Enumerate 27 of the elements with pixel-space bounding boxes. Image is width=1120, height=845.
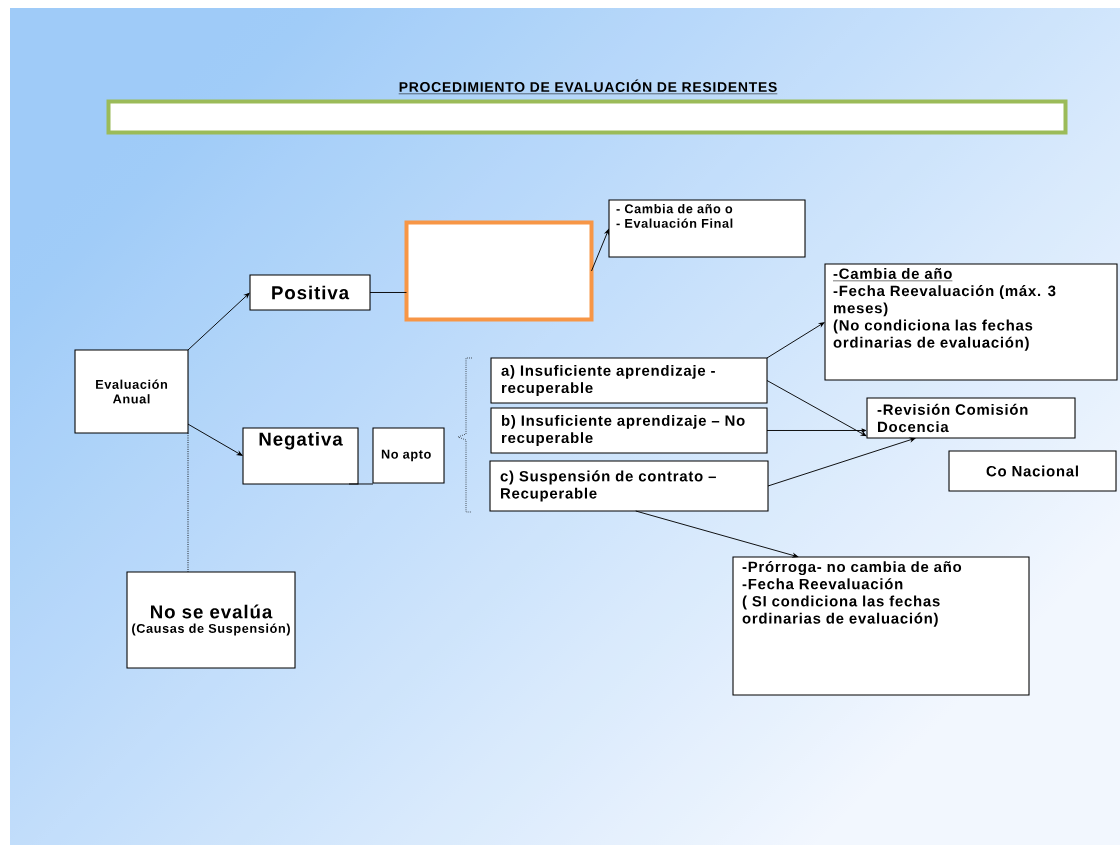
dotted-line — [187, 432, 189, 573]
arrow — [766, 428, 867, 433]
process-box: -Prórroga- no cambia de año -Fecha Reevaluación ( SI condiciona las fechas ordinarias de evaluación) — [732, 556, 1030, 696]
arrow — [187, 292, 250, 351]
process-box: No se evalúa (Causas de Suspensión) — [126, 571, 296, 669]
process-box: - Cambia de año o - Evaluación Final — [608, 199, 806, 258]
process-box: b) Insuficiente aprendizaje – No recuperable — [490, 407, 768, 454]
process-box: -Revisión Comisión Docencia — [866, 397, 1076, 439]
arrow — [766, 380, 867, 437]
process-box: Evaluación Anual — [74, 349, 189, 434]
process-box: No apto — [372, 427, 445, 484]
empty-box — [404, 220, 594, 322]
arrow — [635, 510, 799, 558]
process-box: -Cambia de año -Fecha Reevaluación (máx. 3 meses) (No condiciona las fechas ordinarias de evaluación) — [824, 263, 1118, 381]
process-box: Positiva — [249, 274, 371, 311]
arrow — [767, 437, 916, 487]
arrow — [187, 423, 243, 456]
process-box: c) Suspensión de contrato – Recuperable — [489, 460, 769, 512]
process-box: Co Nacional — [948, 450, 1117, 492]
empty-box — [106, 99, 1068, 135]
process-box: Negativa — [242, 427, 359, 485]
connector-line — [348, 483, 374, 485]
process-box: a) Insuficiente aprendizaje - recuperable — [490, 357, 768, 404]
arrow — [766, 322, 825, 359]
title: PROCEDIMIENTO DE EVALUACIÓN DE RESIDENTES — [398, 79, 778, 95]
connector-line — [369, 292, 407, 293]
arrow — [591, 229, 609, 272]
